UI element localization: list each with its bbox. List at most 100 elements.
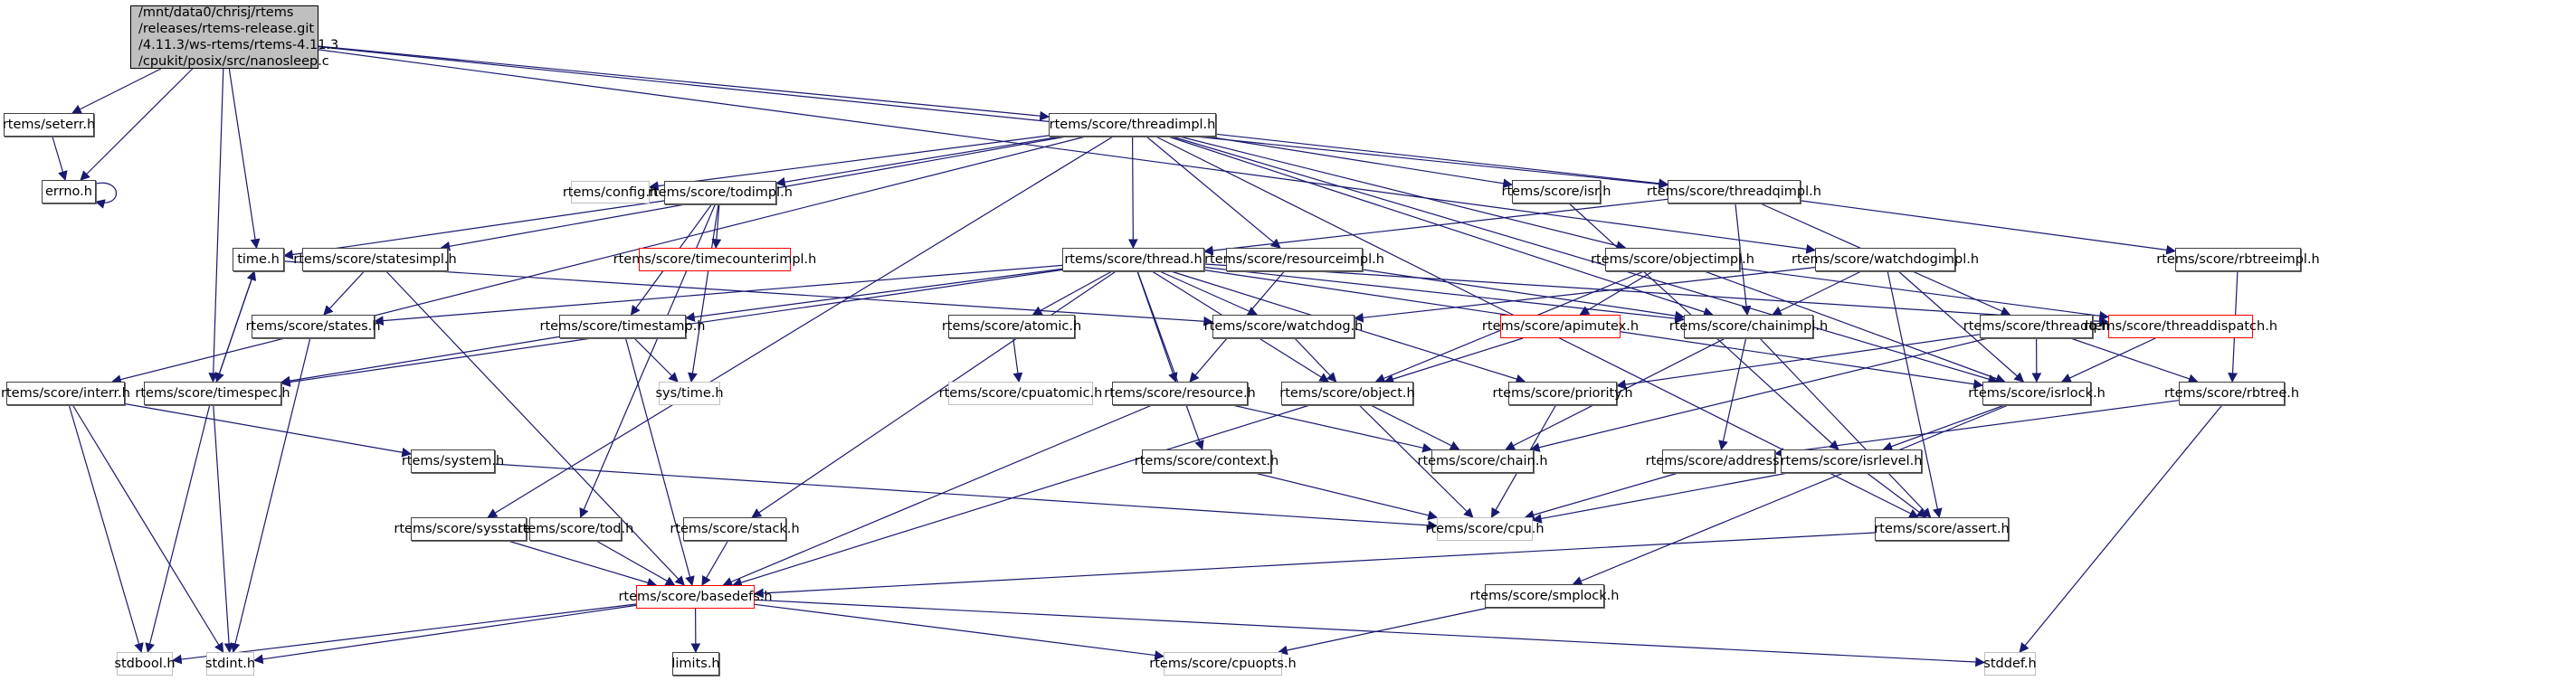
edge-todimpl-to-timecounterimpl bbox=[711, 203, 722, 250]
node-resource-h[interactable]: rtems/score/resource.h bbox=[1104, 382, 1256, 405]
node-cpu-h: rtems/score/cpu.h bbox=[1425, 517, 1545, 541]
node-threaddispatch-h[interactable]: rtems/score/threaddispatch.h bbox=[2084, 315, 2277, 338]
edge-tod-to-basedefs bbox=[595, 540, 676, 586]
edge-thread-to-atomic bbox=[1031, 270, 1113, 316]
node-stack-h[interactable]: rtems/score/stack.h bbox=[670, 517, 800, 541]
node-isrlevel-h[interactable]: rtems/score/isrlevel.h bbox=[1781, 449, 1922, 473]
node-statesimpl-h[interactable]: rtems/score/statesimpl.h bbox=[293, 248, 457, 271]
node-sys-time-h: sys/time.h bbox=[655, 382, 724, 405]
node-threadq-h[interactable]: rtems/score/threadq.h bbox=[1963, 315, 2109, 338]
edge-basedefs-to-stddef bbox=[754, 599, 1986, 667]
edge-system-to-cpu bbox=[494, 463, 1439, 531]
edge-watchdogimpl-to-isrlock bbox=[1897, 270, 2025, 383]
edge-interr-to-system bbox=[124, 402, 413, 458]
edge-context-to-cpu bbox=[1254, 472, 1439, 521]
edge-threadimpl-to-interr bbox=[111, 136, 1087, 384]
node-todimpl-h[interactable]: rtems/score/todimpl.h bbox=[648, 181, 793, 204]
edge-statesimpl-to-basedefs bbox=[385, 270, 685, 586]
node-seterr-h[interactable]: rtems/seterr.h bbox=[3, 113, 95, 137]
node-stddef-h: stddef.h bbox=[1983, 652, 2037, 676]
edge-threadimpl-to-config bbox=[648, 135, 1050, 192]
edge-timestamp-to-basedefs bbox=[624, 337, 695, 587]
node-apimutex-h[interactable]: rtems/score/apimutex.h bbox=[1482, 315, 1639, 338]
edge-threadimpl-to-isr bbox=[1206, 136, 1514, 189]
edge-isrlock-to-smplock bbox=[1572, 404, 2009, 586]
edge-timespec-to-stdint bbox=[213, 404, 234, 654]
node-isrlock-h[interactable]: rtems/score/isrlock.h bbox=[1968, 382, 2105, 405]
edge-chainimpl-to-assert bbox=[1759, 337, 1932, 518]
edge-basedefs-to-stdbool bbox=[171, 603, 637, 665]
node-states-h[interactable]: rtems/score/states.h bbox=[245, 315, 381, 338]
edge-root-to-watchdogimpl bbox=[318, 49, 1817, 254]
edge-interr-to-stdint bbox=[71, 404, 224, 653]
node-thread-h[interactable]: rtems/score/thread.h bbox=[1062, 248, 1204, 271]
edge-threadq-to-rbtree bbox=[2070, 337, 2199, 383]
edge-sysstate-to-basedefs bbox=[508, 540, 658, 588]
edge-todimpl-to-systime bbox=[688, 203, 719, 383]
edge-object-to-chain bbox=[1370, 404, 1460, 450]
edge-thread-to-context bbox=[1136, 270, 1204, 451]
edge-threadq-to-priority bbox=[1615, 334, 1981, 390]
node-sysstate-h[interactable]: rtems/score/sysstate.h bbox=[394, 517, 544, 541]
node-timecounterimpl-h[interactable]: rtems/score/timecounterimpl.h bbox=[613, 248, 816, 271]
node-cpuatomic-h: rtems/score/cpuatomic.h bbox=[939, 382, 1102, 405]
node-assert-h[interactable]: rtems/score/assert.h bbox=[1874, 517, 2010, 541]
edge-stack-to-basedefs bbox=[701, 540, 729, 586]
node-priority-h[interactable]: rtems/score/priority.h bbox=[1492, 382, 1633, 405]
edge-threadqimpl-to-thread bbox=[1202, 198, 1668, 256]
node-watchdog-h[interactable]: rtems/score/watchdog.h bbox=[1204, 315, 1363, 338]
node-basedefs-h[interactable]: rtems/score/basedefs.h bbox=[618, 585, 773, 609]
edge-states-to-stdint bbox=[230, 337, 311, 654]
node-object-h[interactable]: rtems/score/object.h bbox=[1279, 382, 1415, 405]
edge-thread-to-states bbox=[373, 264, 1063, 326]
node-rbtreeimpl-h[interactable]: rtems/score/rbtreeimpl.h bbox=[2156, 248, 2320, 271]
edge-root-to-seterr bbox=[71, 68, 162, 114]
node-system-h[interactable]: rtems/system.h bbox=[402, 449, 504, 473]
edge-threadqimpl-to-rbtreeimpl bbox=[1800, 200, 2177, 255]
node-limits-h[interactable]: limits.h bbox=[671, 652, 720, 676]
node-rbtree-h[interactable]: rtems/score/rbtree.h bbox=[2164, 382, 2299, 405]
node-tod-h[interactable]: rtems/score/tod.h bbox=[518, 517, 633, 541]
node-atomic-h[interactable]: rtems/score/atomic.h bbox=[942, 315, 1081, 338]
edge-isrlevel-to-assert bbox=[1866, 472, 1927, 518]
node-chainimpl-h[interactable]: rtems/score/chainimpl.h bbox=[1669, 315, 1828, 338]
node-objectimpl-h[interactable]: rtems/score/objectimpl.h bbox=[1591, 248, 1754, 271]
edge-threadimpl-to-sysstate bbox=[487, 136, 1114, 518]
edge-isrlock-to-isrlevel bbox=[1882, 404, 2005, 451]
node-watchdogimpl-h[interactable]: rtems/score/watchdogimpl.h bbox=[1792, 248, 1979, 271]
edge-resource-to-basedefs bbox=[722, 404, 1153, 587]
node-threadqimpl-h[interactable]: rtems/score/threadqimpl.h bbox=[1647, 180, 1821, 203]
node-resourceimpl-h[interactable]: rtems/score/resourceimpl.h bbox=[1204, 248, 1384, 271]
edge-seterr-to-errno bbox=[52, 136, 68, 182]
node-isr-h[interactable]: rtems/score/isr.h bbox=[1502, 180, 1611, 203]
edge-chainimpl-to-address bbox=[1718, 337, 1747, 451]
edge-watchdogimpl-to-assert bbox=[1887, 270, 1943, 519]
edge-thread-to-threaddispatch bbox=[1203, 263, 2110, 326]
edge-timestamp-to-timespec bbox=[280, 336, 560, 386]
edge-smplock-to-cpuopts bbox=[1278, 607, 1489, 656]
edge-thread-to-timestamp bbox=[684, 268, 1063, 322]
node-smplock-h[interactable]: rtems/score/smplock.h bbox=[1470, 584, 1619, 608]
node-timestamp-h[interactable]: rtems/score/timestamp.h bbox=[540, 315, 706, 338]
node-address-h[interactable]: rtems/score/address.h bbox=[1646, 449, 1792, 473]
node-stdint-h: stdint.h bbox=[205, 652, 255, 676]
edge-objectimpl-to-isrlock bbox=[1704, 270, 2006, 383]
node-time-h[interactable]: time.h bbox=[233, 248, 284, 271]
node-timespec-h[interactable]: rtems/score/timespec.h bbox=[135, 382, 290, 405]
edge-threadq-to-chain bbox=[1529, 337, 1989, 452]
edge-watchdog-to-object bbox=[1294, 337, 1337, 383]
node-context-h[interactable]: rtems/score/context.h bbox=[1135, 449, 1278, 473]
edge-threadimpl-to-threadqimpl bbox=[1215, 133, 1669, 189]
node-errno-h[interactable]: errno.h bbox=[42, 180, 96, 203]
node-interr-h[interactable]: rtems/score/interr.h bbox=[1, 382, 130, 405]
edge-address-to-cpu bbox=[1524, 472, 1678, 520]
node-threadimpl-h[interactable]: rtems/score/threadimpl.h bbox=[1049, 113, 1216, 137]
edge-threadimpl-to-resourceimpl bbox=[1145, 136, 1281, 249]
node-chain-h[interactable]: rtems/score/chain.h bbox=[1417, 449, 1548, 473]
edge-apimutex-to-object bbox=[1383, 337, 1524, 384]
edge-threadqimpl-to-chainimpl bbox=[1735, 203, 1752, 317]
edge-rbtree-to-address bbox=[1773, 400, 2180, 458]
edge-threadimpl-to-thread bbox=[1127, 136, 1138, 250]
